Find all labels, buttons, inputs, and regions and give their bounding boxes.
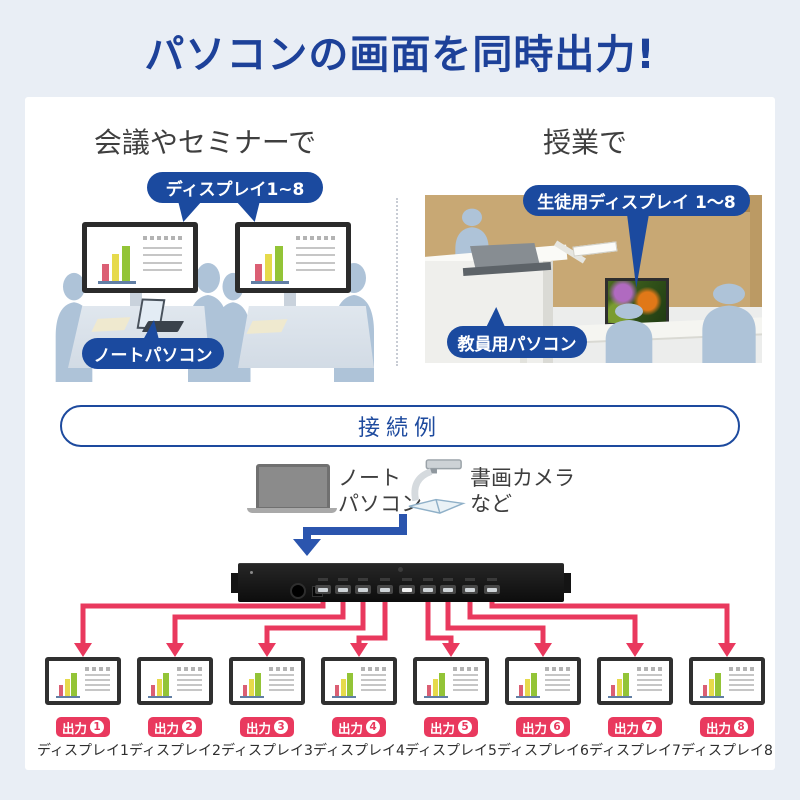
output-badge-text: 出力 <box>245 720 272 736</box>
power-led <box>250 571 253 574</box>
display-label: ディスプレイ6 <box>497 743 589 759</box>
display-monitor <box>597 657 673 705</box>
student-silhouette <box>697 283 761 363</box>
mount-ear <box>231 573 238 593</box>
display-monitor <box>45 657 121 705</box>
output-number: 8 <box>734 720 749 734</box>
output-number: 6 <box>550 720 565 734</box>
output-badge-text: 出力 <box>153 720 180 736</box>
power-jack <box>290 583 306 599</box>
blue-arrow <box>303 527 407 535</box>
bar-chart-graphic <box>240 227 346 288</box>
display-bubble-meeting: ディスプレイ1~8 <box>147 172 323 203</box>
display-monitor <box>413 657 489 705</box>
output-badge-text: 出力 <box>705 720 732 736</box>
output-number: 4 <box>366 720 381 734</box>
meeting-monitor-1 <box>82 222 198 293</box>
bar-chart-graphic <box>601 661 669 701</box>
output-number: 3 <box>274 720 289 734</box>
teacher-pc-bubble: 教員用パソコン <box>447 326 587 358</box>
laptop-source-label: ノート パソコン <box>338 465 422 517</box>
meeting-table-2 <box>238 306 374 368</box>
meeting-monitor-2 <box>235 222 351 293</box>
hdmi-port <box>315 578 331 594</box>
doccam-label-line2: など <box>470 492 512 516</box>
laptop-label-line1: ノート <box>338 466 401 490</box>
output-badge-text: 出力 <box>61 720 88 736</box>
display-bubble-class: 生徒用ディスプレイ 1〜8 <box>523 185 750 216</box>
laptop-icon <box>247 508 337 513</box>
blue-arrowhead-icon <box>293 539 321 556</box>
bar-chart-graphic <box>417 661 485 701</box>
laptop-label-line2: パソコン <box>338 492 422 516</box>
connection-example-heading: 接続例 <box>60 405 740 447</box>
class-scene-heading: 授業で <box>542 126 627 159</box>
output-number: 5 <box>458 720 473 734</box>
hdmi-port <box>440 578 456 594</box>
wall-side <box>750 195 762 307</box>
display-label: ディスプレイ4 <box>313 743 405 759</box>
laptop-graphic <box>141 321 185 332</box>
hdmi-port <box>484 578 500 594</box>
display-label: ディスプレイ3 <box>221 743 313 759</box>
hdmi-port <box>462 578 478 594</box>
display-monitor <box>229 657 305 705</box>
bar-chart-graphic <box>141 661 209 701</box>
student-silhouette <box>601 303 657 363</box>
screw <box>398 567 403 572</box>
bar-chart-graphic <box>693 661 761 701</box>
bar-chart-graphic <box>49 661 117 701</box>
display-monitor <box>137 657 213 705</box>
display-monitor <box>689 657 765 705</box>
meeting-scene-heading: 会議やセミナーで <box>93 126 317 159</box>
hdmi-splitter-device <box>231 563 571 602</box>
blue-arrow <box>399 514 407 535</box>
document-camera-icon <box>406 458 466 516</box>
output-badge-text: 出力 <box>337 720 364 736</box>
hdmi-port <box>377 578 393 594</box>
output-number: 1 <box>90 720 105 734</box>
red-cable-arrows <box>74 595 736 657</box>
laptop-icon <box>256 464 330 510</box>
page-title: パソコンの画面を同時出力! <box>144 32 656 78</box>
bar-chart-graphic <box>509 661 577 701</box>
output-badge-text: 出力 <box>521 720 548 736</box>
hdmi-port <box>420 578 436 594</box>
bar-chart-graphic <box>325 661 393 701</box>
hdmi-port <box>355 578 371 594</box>
mount-ear <box>564 573 571 593</box>
output-badge-text: 出力 <box>613 720 640 736</box>
output-number: 2 <box>182 720 197 734</box>
display-label: ディスプレイ5 <box>405 743 497 759</box>
display-label: ディスプレイ8 <box>681 743 773 759</box>
output-badge-text: 出力 <box>429 720 456 736</box>
hdmi-input-port <box>399 578 415 594</box>
bar-chart-graphic <box>87 227 193 288</box>
monitor-stand <box>284 293 296 309</box>
scene-divider <box>396 198 398 366</box>
paper-sheet <box>246 319 288 334</box>
doccam-label-line1: 書画カメラ <box>470 466 575 490</box>
monitor-stand <box>130 293 142 309</box>
laptop-bubble: ノートパソコン <box>82 338 224 369</box>
display-monitor <box>505 657 581 705</box>
bar-chart-graphic <box>233 661 301 701</box>
hdmi-port <box>335 578 351 594</box>
blue-arrow <box>303 527 311 540</box>
display-monitor <box>321 657 397 705</box>
display-label: ディスプレイ2 <box>129 743 221 759</box>
output-number: 7 <box>642 720 657 734</box>
display-label: ディスプレイ7 <box>589 743 681 759</box>
doccam-source-label: 書画カメラ など <box>470 465 575 517</box>
display-label: ディスプレイ1 <box>37 743 129 759</box>
